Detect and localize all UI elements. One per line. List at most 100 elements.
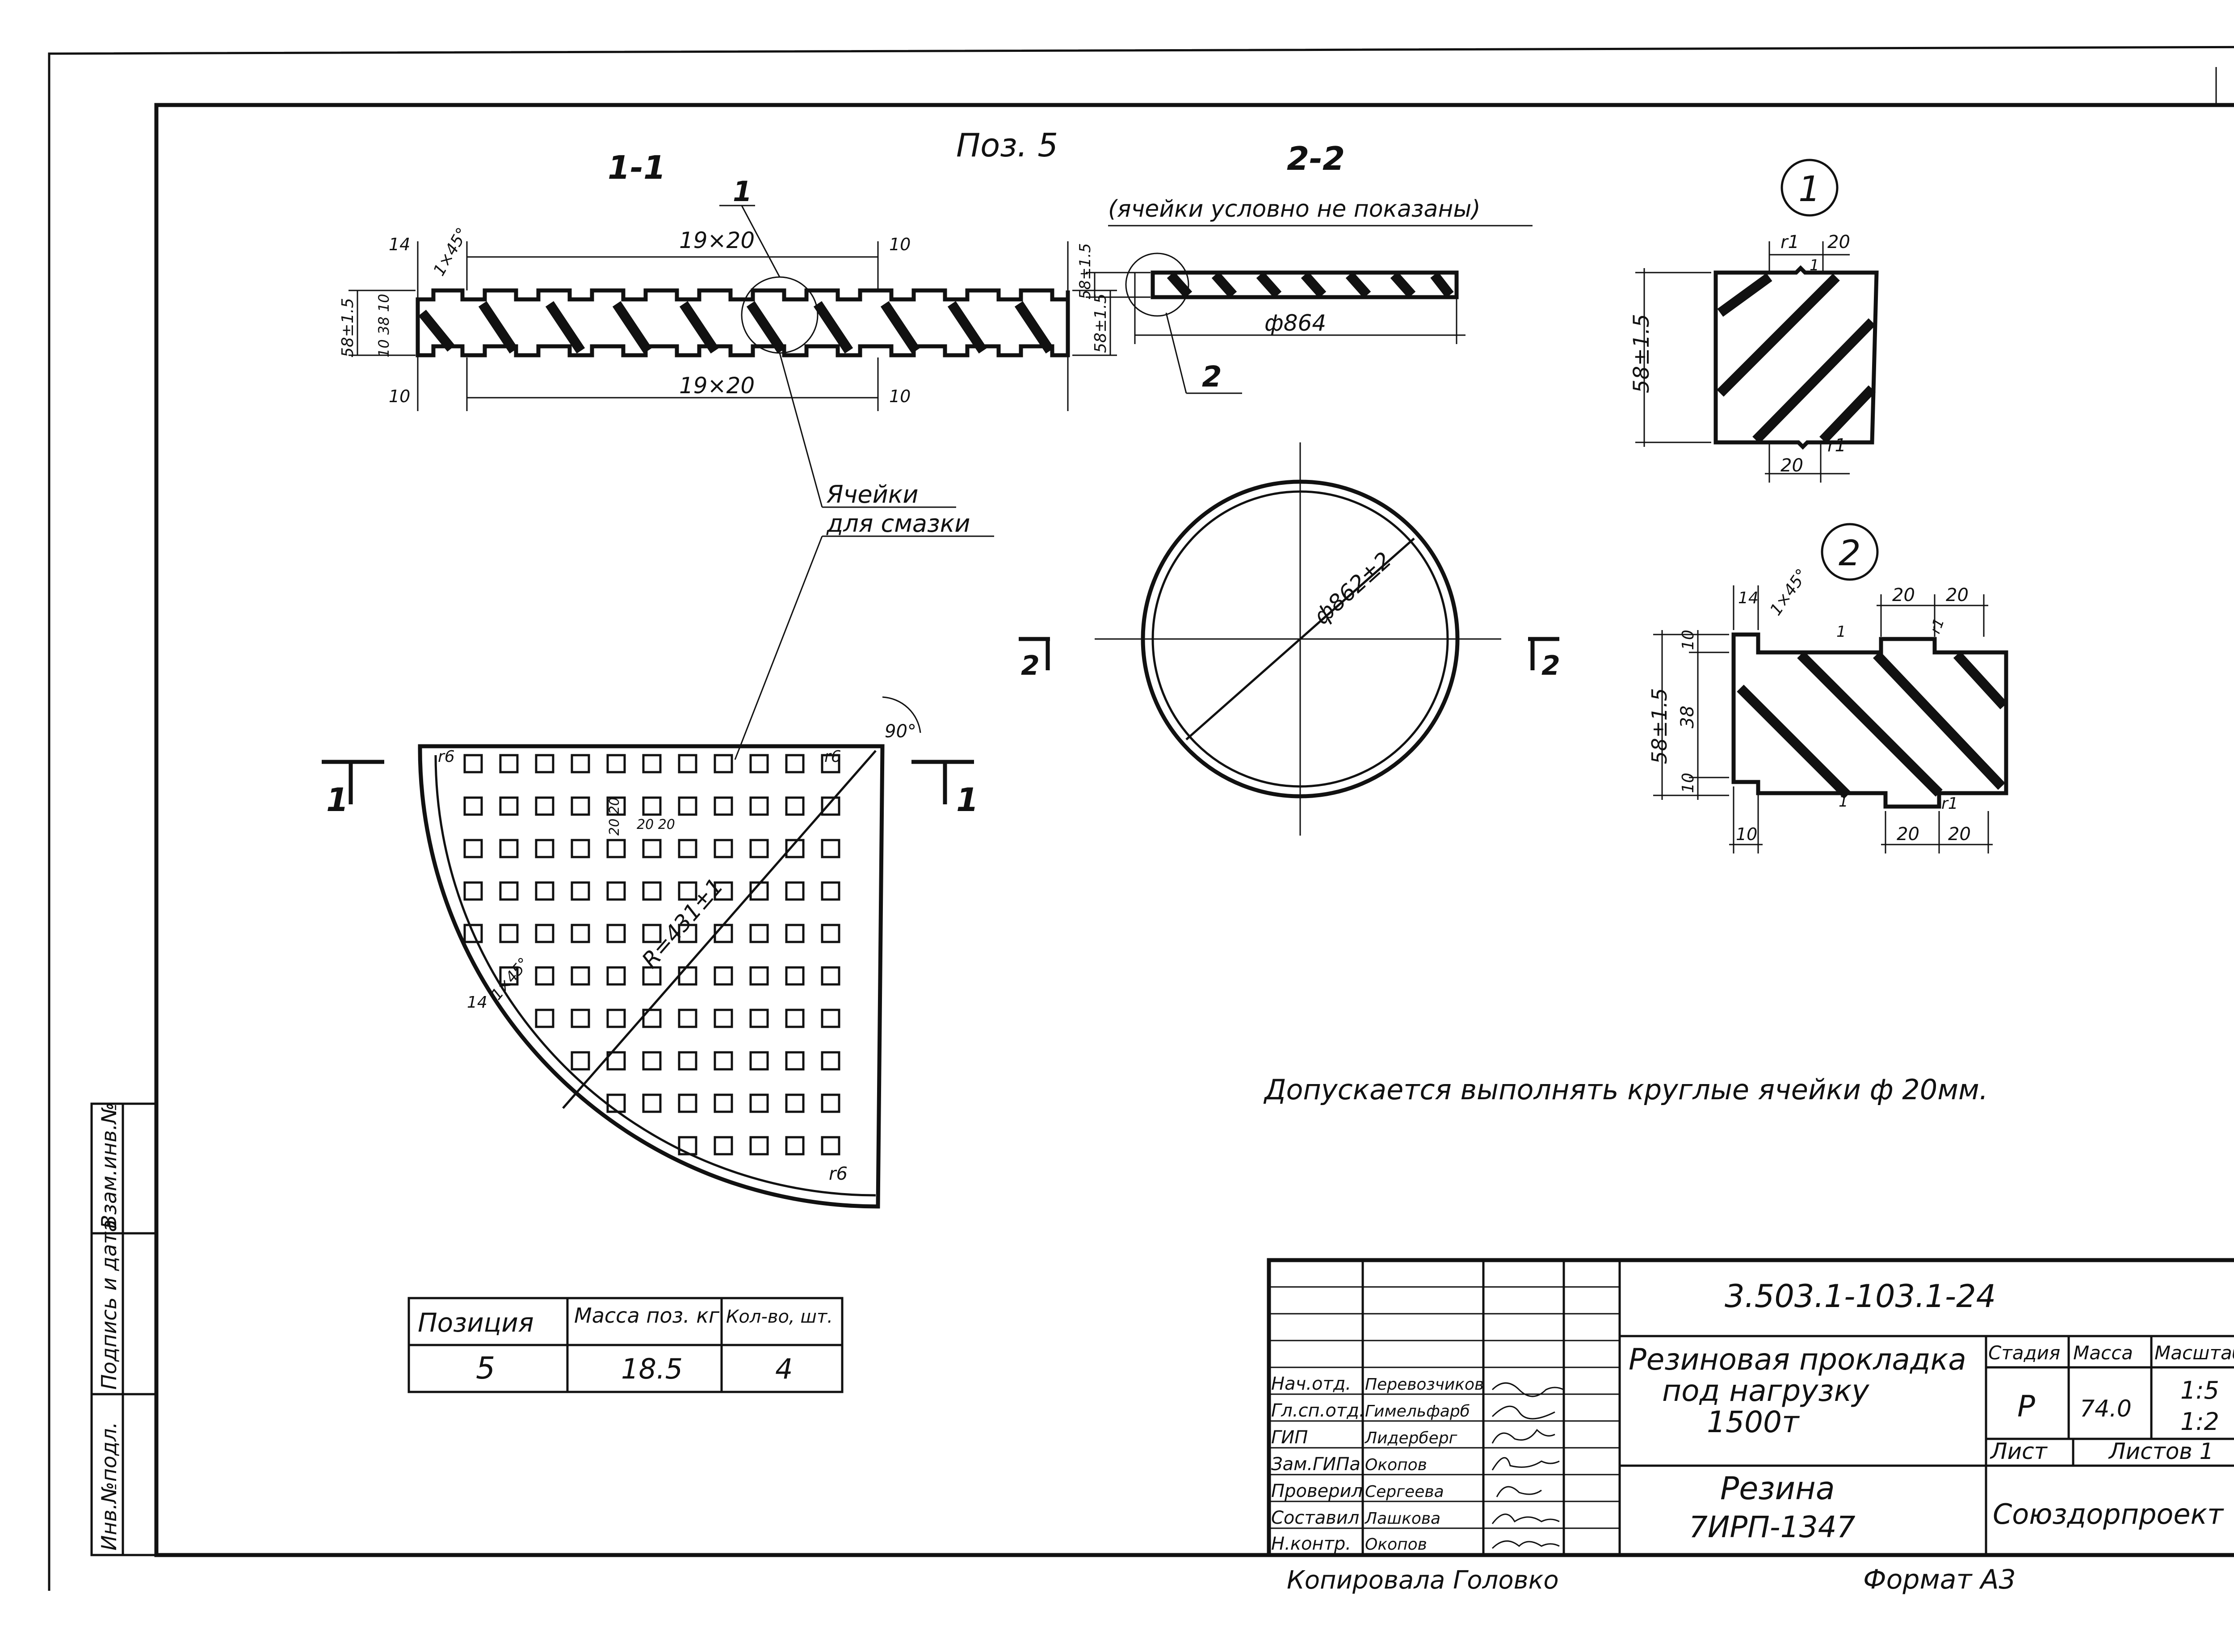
tb-sheet-label: Лист [1990, 1438, 2048, 1464]
grease-cells-text: Ячейки для смазки [826, 480, 970, 538]
plan-chamfer: 1×45° [487, 954, 533, 1004]
tb-material-2: 7ИРП-1347 [1689, 1510, 1856, 1544]
s11-right-top: 10 [889, 235, 911, 254]
d2-one-bot: 1 [1839, 793, 1848, 811]
tb-name-6: Окопов [1365, 1535, 1427, 1554]
d1-r-bottom: r1 [1827, 435, 1846, 456]
tb-stage: Р [2017, 1389, 2035, 1424]
plan-d14: 14 [467, 993, 487, 1012]
spec-qty: 4 [775, 1353, 793, 1385]
tb-scale-2: 1:2 [2180, 1408, 2219, 1436]
spec-table: Позиция Масса поз. кг Кол-во, шт. 5 18.5… [407, 1297, 844, 1393]
tb-stage-header: Стадия [1988, 1342, 2060, 1364]
tb-role-6: Н.контр. [1271, 1534, 1351, 1554]
section-2-2: 2-2 (ячейки условно не показаны) 58±1.5 … [1076, 140, 1533, 394]
plan-r6-tr: r6 [824, 748, 841, 766]
section-2-2-subtitle: (ячейки условно не показаны) [1108, 196, 1481, 223]
d2-20a: 20 [1892, 585, 1915, 605]
s11-right-bottom: 10 [889, 387, 911, 406]
general-note: Допускается выполнять круглые ячейки ф 2… [1263, 1073, 1988, 1106]
d1-r-top: r1 [1780, 232, 1799, 252]
d2-20b: 20 [1946, 585, 1969, 605]
detail-2: 2 58±1.5 10 38 10 14 1×45° 1 20 20 r1 1 … [1647, 523, 2008, 853]
s22-diameter: ф864 [1264, 310, 1326, 336]
position-label: Поз. 5 [956, 126, 1058, 164]
s11-chamfer: 1×45° [430, 225, 472, 279]
s22-height: 58±1.5 [1076, 243, 1094, 299]
d1-one: 1 [1810, 256, 1819, 274]
tb-role-2: ГИП [1271, 1427, 1308, 1448]
spec-pos: 5 [476, 1351, 495, 1386]
d1-dim-bottom: 20 [1780, 455, 1803, 476]
plan-radius: R=431±1 [637, 873, 728, 973]
spec-h-qty: Кол-во, шт. [726, 1307, 833, 1327]
copied-by: Копировала Головко [1287, 1566, 1559, 1595]
tb-mass: 74.0 [2080, 1396, 2132, 1422]
plan-angle: 90° [885, 721, 916, 742]
spec-h-mass: Масса поз. кг [574, 1303, 720, 1328]
detail-1-marker: 1 [1798, 169, 1821, 210]
spec-h-pos: Позиция [418, 1307, 534, 1338]
s11-callout: 1 [733, 175, 752, 208]
tb-role-0: Нач.отд. [1271, 1374, 1351, 1394]
circle-diameter: ф862±2 [1309, 547, 1396, 630]
d2-r1a: r1 [1927, 616, 1948, 635]
tb-mass-header: Масса [2073, 1342, 2133, 1364]
tb-name-line-1: Резиновая прокладка [1629, 1342, 1966, 1377]
section-2-2-title: 2-2 [1287, 140, 1345, 177]
s11-bottom-dim: 19×20 [679, 373, 755, 399]
tb-scale-header: Масштаб [2154, 1342, 2234, 1364]
s22-callout: 2 [1202, 361, 1222, 394]
tb-role-4: Проверил [1271, 1481, 1363, 1501]
grease-cells-note: Ячейки для смазки [734, 353, 994, 760]
d2-10-top: 10 [1679, 630, 1697, 650]
d1-dim-top: 20 [1827, 232, 1850, 252]
section-1-1: 1-1 19×20 19×20 14 [339, 149, 1117, 411]
d2-38: 38 [1677, 706, 1698, 728]
s11-left-bottom: 10 [389, 387, 410, 406]
tb-scale-1: 1:5 [2180, 1376, 2219, 1404]
d1-height: 58±1.5 [1629, 314, 1654, 393]
tb-role-1: Гл.сп.отд. [1271, 1400, 1365, 1421]
sheet-frame: 61 [48, 46, 2234, 1591]
d2-14: 14 [1738, 589, 1759, 607]
plan-r6-b: r6 [829, 1164, 848, 1184]
d2-20d: 20 [1948, 824, 1971, 845]
s11-sub-dims: 10 38 10 [375, 294, 392, 358]
s11-top-dim: 19×20 [679, 227, 755, 253]
sign-date-label: Подпись и дата [97, 1219, 121, 1390]
plan-cut-right: 1 [956, 781, 978, 819]
tb-name-5: Лашкова [1364, 1509, 1440, 1528]
d2-10-bot: 10 [1679, 773, 1697, 793]
tb-name-1: Гимельфарб [1365, 1402, 1470, 1421]
tb-sheets-label: Листов 1 [2108, 1438, 2213, 1464]
tb-code: 3.503.1-103.1-24 [1725, 1278, 1996, 1315]
d2-r1b: r1 [1941, 794, 1958, 813]
grease-line-1: Ячейки [826, 480, 918, 509]
plan-r6-tl: r6 [438, 748, 455, 766]
tb-role-5: Составил [1271, 1508, 1359, 1528]
plan-cut-left: 1 [326, 781, 349, 819]
replace-inv-label: Взам.инв.№ [97, 1102, 121, 1229]
d2-one-top: 1 [1836, 623, 1846, 641]
tb-name-3: Окопов [1365, 1456, 1427, 1474]
title-block: Нач.отд. Перевозчиков Гл.сп.отд. Гимельф… [1267, 1258, 2234, 1557]
tb-name-4: Сергеева [1365, 1483, 1444, 1501]
cut-2-left: 2 [1021, 650, 1040, 681]
tb-material-1: Резина [1720, 1470, 1835, 1507]
detail-1: 1 r1 20 1 58±1.5 r1 20 [1629, 159, 1879, 483]
grease-line-2: для смазки [826, 509, 970, 538]
tb-name-0: Перевозчиков [1365, 1375, 1484, 1394]
d2-chamfer: 1×45° [1767, 566, 1812, 619]
inv-orig-label: Инв.№подл. [97, 1422, 121, 1551]
section-1-1-title: 1-1 [608, 149, 666, 186]
tb-name-line-3: 1500т [1707, 1405, 1800, 1439]
plan-cell-dims-v: 20 20 [607, 797, 622, 836]
s11-left-top: 14 [389, 235, 410, 254]
s11-height-left: 58±1.5 [339, 298, 357, 357]
plan-cell-dims-h: 20 20 [637, 817, 675, 832]
tb-name-line-2: под нагрузку [1662, 1374, 1869, 1408]
d2-height: 58±1.5 [1647, 688, 1671, 764]
s11-height-right: 58±1.5 [1092, 294, 1110, 353]
